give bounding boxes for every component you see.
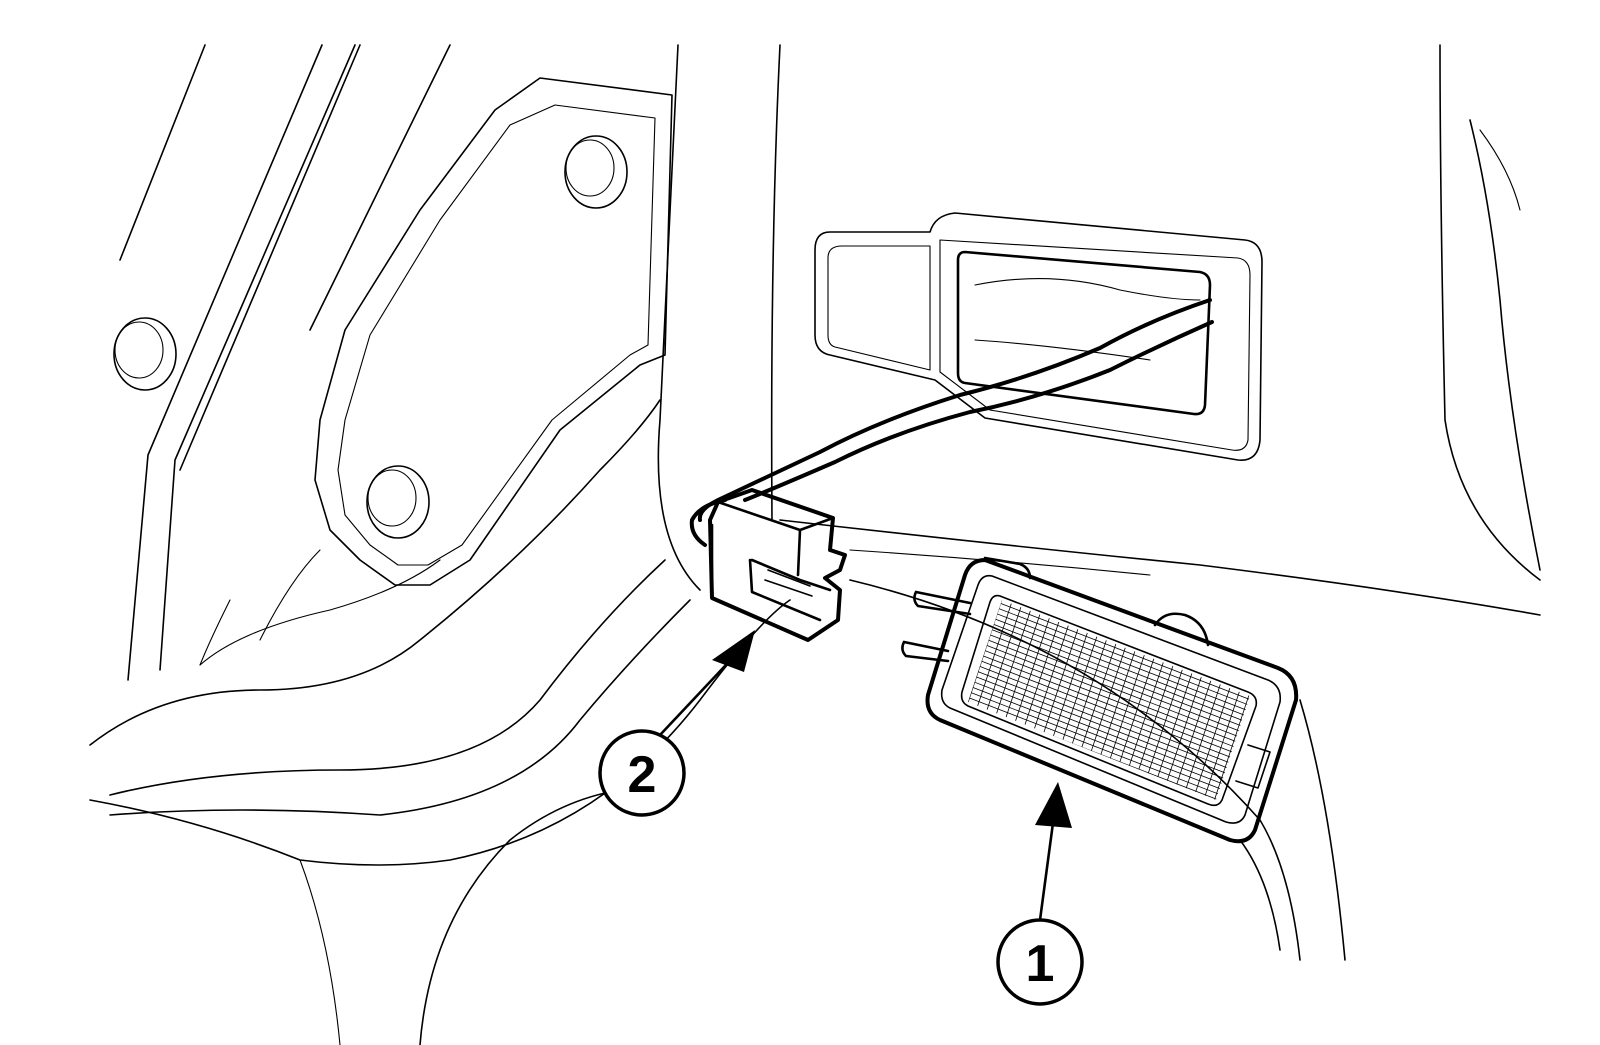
callout-1: 1: [996, 918, 1084, 1006]
callout-2: 2: [598, 729, 686, 817]
trim-panel: [657, 44, 1541, 961]
bolt-hole-upper: [564, 135, 628, 209]
callout-1-label: 1: [1026, 935, 1055, 993]
leader-arrow-1: [1035, 782, 1072, 922]
courtesy-lamp: [901, 556, 1299, 844]
callout-2-label: 2: [628, 746, 657, 804]
bolt-hole-lower: [366, 465, 430, 539]
lamp-lens-grid: [968, 600, 1250, 800]
bolt-hole-left: [113, 317, 177, 391]
leader-arrow-2: [658, 630, 755, 737]
door-panel-left: [89, 44, 791, 1045]
wiring-opening: [814, 212, 1263, 461]
wiring-harness: [689, 298, 1214, 547]
electrical-connector: [708, 488, 847, 642]
